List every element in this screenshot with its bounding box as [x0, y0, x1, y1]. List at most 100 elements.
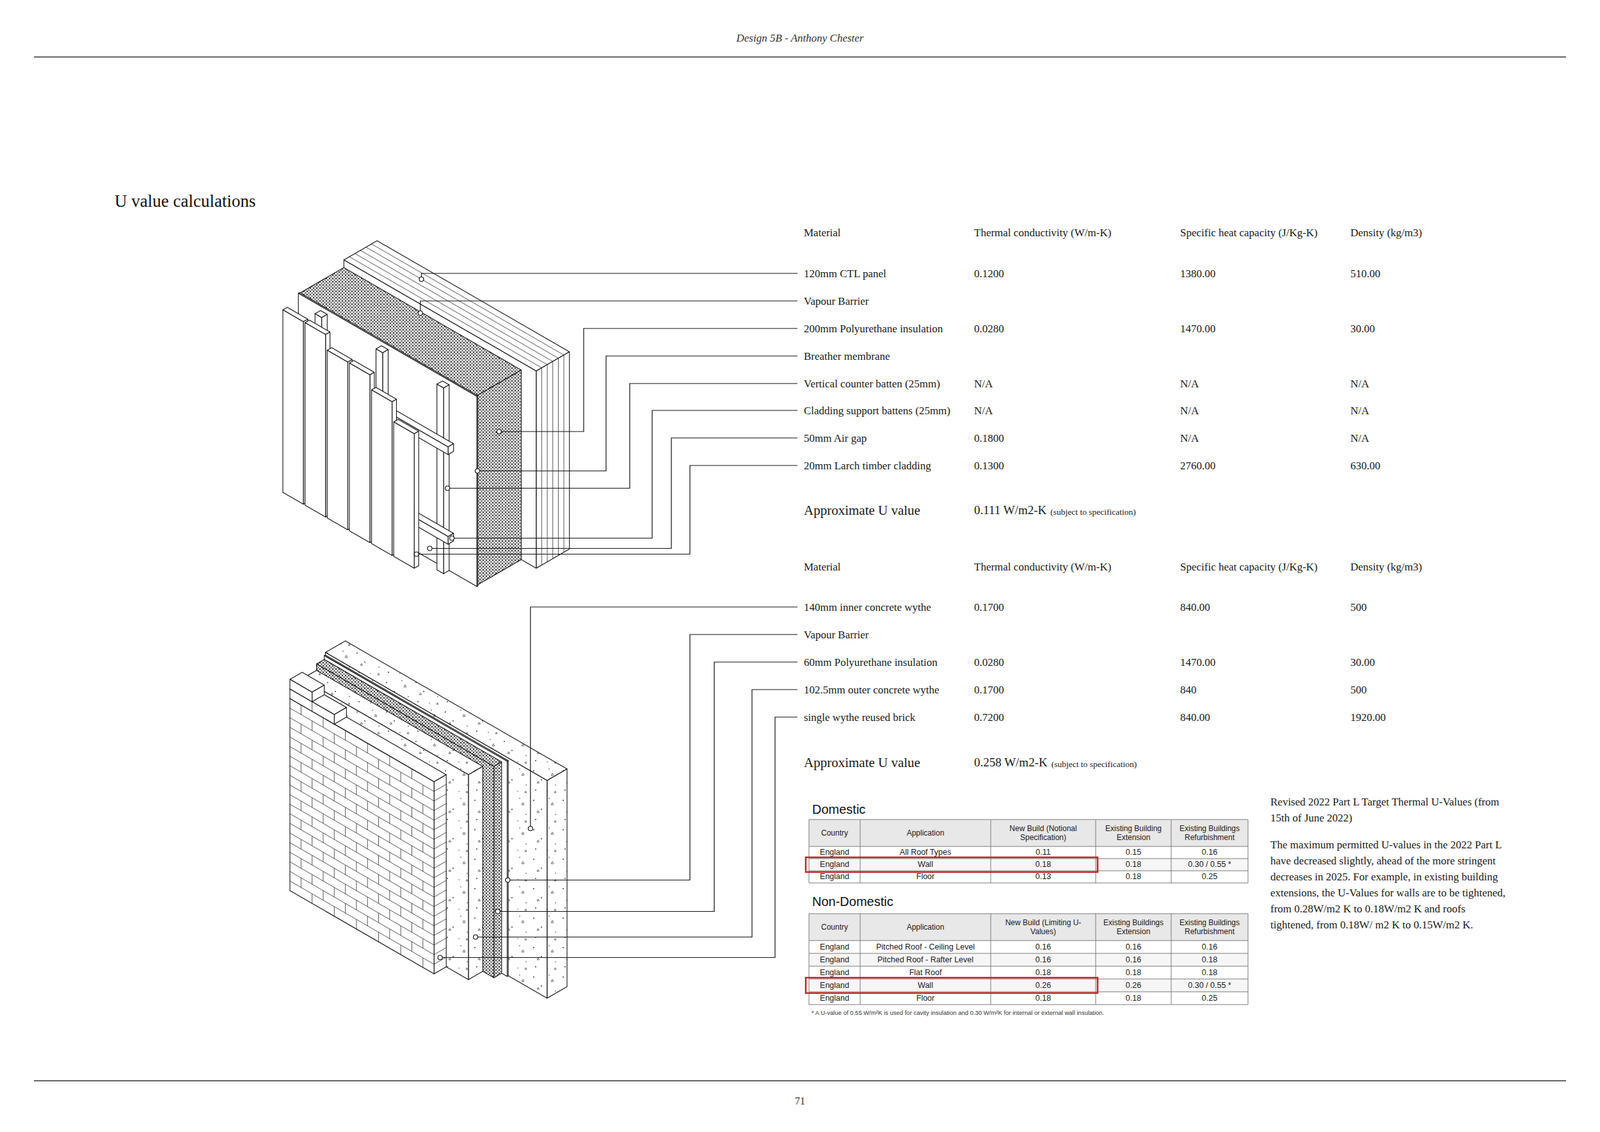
- drawing-line: [355, 746, 357, 756]
- drawing-line: [389, 755, 390, 766]
- drawing-line: [300, 819, 302, 830]
- material-value: 0.1700: [974, 682, 1005, 697]
- drawing-line: [289, 736, 434, 820]
- column-heading: Material: [803, 560, 841, 574]
- drawing-line: [367, 743, 368, 753]
- table-cell: Wall: [860, 978, 991, 992]
- drawing-line: [433, 889, 447, 897]
- drawing-line: [300, 762, 302, 772]
- drawing-line: [355, 842, 357, 852]
- u-value-tables: [805, 819, 1248, 1005]
- material-value: 0.1800: [974, 431, 1005, 445]
- table-cell: 0.18: [990, 858, 1096, 871]
- material-value: 0.1300: [974, 458, 1005, 473]
- drawing-face: [393, 421, 415, 569]
- drawing-line: [433, 860, 447, 868]
- leader-dot: [495, 908, 500, 914]
- drawing-line: [344, 768, 346, 779]
- table-cell: 0.16: [990, 952, 1096, 966]
- drawing-face: [282, 309, 304, 505]
- highlight-box: [805, 977, 1098, 993]
- table-cell: 0.18: [1171, 952, 1248, 966]
- leader-line: [475, 689, 798, 937]
- table-row-fill: [808, 978, 1248, 992]
- drawing-line: [344, 864, 346, 875]
- table-rule: [808, 940, 1248, 941]
- table-cell: England: [808, 952, 861, 966]
- table-heading: Country: [808, 819, 861, 847]
- table-row-fill: [808, 858, 1248, 871]
- table-rule: [990, 913, 992, 1005]
- table-cell: 0.25: [1171, 991, 1248, 1005]
- drawing-face: [305, 322, 326, 518]
- drawing-line: [389, 813, 390, 824]
- drawing-face: [414, 431, 419, 569]
- drawing-line: [389, 871, 390, 881]
- drawing-line: [367, 915, 368, 926]
- drawing-line: [289, 823, 434, 907]
- drawing-line: [367, 896, 368, 907]
- table-cell: 0.18: [1171, 965, 1248, 979]
- leader-dot: [414, 551, 419, 557]
- drawing-line: [344, 845, 346, 856]
- drawing-line: [389, 794, 390, 804]
- table-rule: [808, 882, 1248, 884]
- drawing-line: [389, 851, 390, 862]
- drawing-line: [344, 730, 346, 740]
- table-cell: Pitched Roof - Rafter Level: [860, 952, 991, 966]
- table-rule: [808, 965, 1248, 967]
- drawing-line: [389, 909, 390, 920]
- table-cell: 0.11: [990, 846, 1096, 859]
- drawing-line: [367, 800, 368, 811]
- material-value: N/A: [1350, 431, 1369, 445]
- drawing-line: [552, 361, 553, 559]
- drawing-line: [311, 701, 313, 712]
- drawing-face: [494, 761, 502, 978]
- material-value: 1380.00: [1180, 266, 1216, 281]
- note-heading: Revised 2022 Part L Target Thermal U-Val…: [1270, 793, 1508, 826]
- page-header: Design 5B - Anthony Chester: [736, 31, 864, 45]
- clt-wall-drawing: [282, 240, 570, 587]
- table-cell: Pitched Roof - Ceiling Level: [860, 940, 991, 953]
- drawing-line: [411, 768, 413, 779]
- drawing-line: [300, 781, 302, 792]
- material-value: 1470.00: [1180, 655, 1216, 669]
- drawing-line: [378, 778, 379, 788]
- drawing-line: [334, 848, 335, 859]
- wall-illustrations: [282, 240, 570, 998]
- table-cell: All Roof Types: [860, 846, 991, 859]
- drawing-line: [289, 880, 434, 964]
- drawing-line: [400, 906, 402, 916]
- drawing-line: [289, 851, 434, 936]
- table-cell: 0.30 / 0.55 *: [1171, 978, 1248, 992]
- footer-rule: [33, 1079, 1567, 1081]
- table-cell: 0.18: [1095, 858, 1172, 871]
- drawing-line: [311, 778, 313, 788]
- drawing-line: [322, 813, 324, 824]
- drawing-line: [289, 832, 434, 916]
- table-heading: Application: [860, 913, 991, 941]
- drawing-line: [422, 919, 424, 929]
- table-rule: [1171, 819, 1172, 883]
- page-title: U value calculations: [114, 190, 256, 212]
- drawing-line: [422, 880, 424, 891]
- material-value: N/A: [1180, 431, 1199, 445]
- leader-dot: [449, 535, 455, 541]
- drawing-line: [563, 355, 565, 553]
- drawing-line: [433, 784, 447, 792]
- material-name: 60mm Polyurethane insulation: [803, 655, 938, 669]
- u-value-label: Approximate U value: [803, 501, 921, 519]
- drawing-line: [289, 784, 434, 868]
- material-value: N/A: [974, 376, 993, 391]
- drawing-line: [289, 765, 434, 849]
- drawing-line: [422, 823, 424, 833]
- drawing-line: [300, 704, 302, 715]
- drawing-line: [422, 842, 424, 852]
- drawing-line: [311, 720, 313, 731]
- material-name: Breather membrane: [803, 349, 891, 363]
- drawing-line: [300, 723, 302, 734]
- drawing-face: [437, 384, 444, 574]
- material-value: 840: [1180, 682, 1197, 697]
- drawing-line: [378, 797, 379, 808]
- table-cell: 0.16: [1171, 846, 1248, 859]
